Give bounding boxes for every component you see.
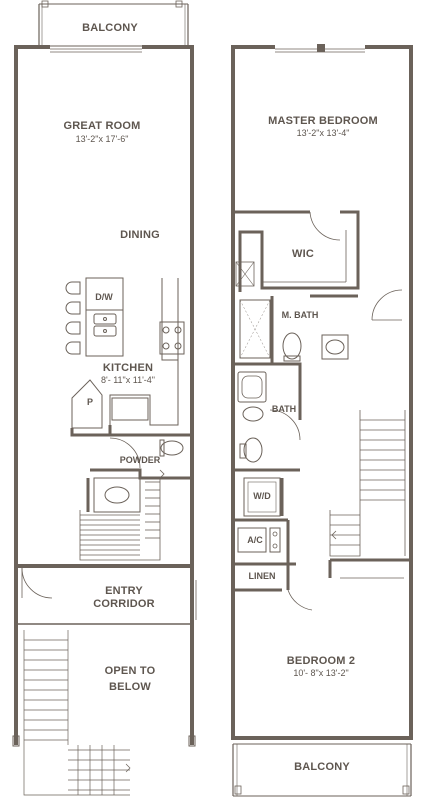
master-bedroom-label: MASTER BEDROOM [268, 115, 378, 127]
wic-label: WIC [292, 248, 314, 260]
open-to-below-label-line1: OPEN TO [105, 665, 156, 677]
pantry-outline [70, 379, 112, 437]
bedroom2-label: BEDROOM 2 [287, 655, 355, 667]
bath-label: BATH [272, 404, 296, 414]
lower-level-walls [12, 567, 197, 747]
kitchen-label: KITCHEN [103, 362, 153, 374]
pantry-label: P [87, 397, 93, 407]
dishwasher-label: D/W [95, 292, 113, 302]
ac-closet [233, 527, 296, 566]
laundry [233, 477, 288, 522]
master-bath [233, 261, 403, 420]
kitchen-island [85, 277, 124, 357]
left-balcony-label: BALCONY [82, 22, 138, 34]
left-labels: BALCONY GREAT ROOM 13'-2"x 17'-6" DINING… [64, 22, 161, 693]
master-bedroom-dimensions: 13'-2"x 13'-4" [297, 128, 350, 138]
powder-room [90, 433, 192, 480]
kitchen-dimensions: 8'- 11"x 11'-4" [101, 375, 155, 385]
dining-label: DINING [120, 229, 160, 241]
great-room-dimensions: 13'-2"x 17'-6" [76, 134, 129, 144]
linen-closet [233, 520, 411, 611]
island-stools [65, 281, 81, 355]
open-to-below-label-line2: BELOW [109, 681, 151, 693]
linen-label: LINEN [249, 571, 276, 581]
left-outer-walls [14, 45, 194, 568]
right-floor-plan [231, 44, 413, 797]
ac-label: A/C [247, 535, 263, 545]
bath [233, 371, 301, 472]
right-stairs [329, 410, 406, 557]
entry-corridor-label-line2: CORRIDOR [93, 598, 155, 610]
right-outer-walls [231, 44, 413, 740]
washer-dryer-label: W/D [253, 491, 271, 501]
left-stairs [79, 469, 165, 561]
right-labels: MASTER BEDROOM 13'-2"x 13'-4" WIC M. BAT… [247, 115, 378, 773]
right-balcony-outline [232, 743, 412, 797]
powder-label: POWDER [120, 455, 161, 465]
left-floor-plan [12, 0, 197, 796]
vanity [86, 477, 141, 513]
kitchen-counters [109, 278, 185, 426]
open-stairs [23, 630, 131, 796]
master-bath-label: M. BATH [282, 310, 319, 320]
entry-corridor-label-line1: ENTRY [105, 585, 143, 597]
bedroom2-dimensions: 10'- 8"x 13'-2" [293, 668, 348, 678]
great-room-label: GREAT ROOM [64, 120, 141, 132]
right-balcony-label: BALCONY [294, 761, 350, 773]
